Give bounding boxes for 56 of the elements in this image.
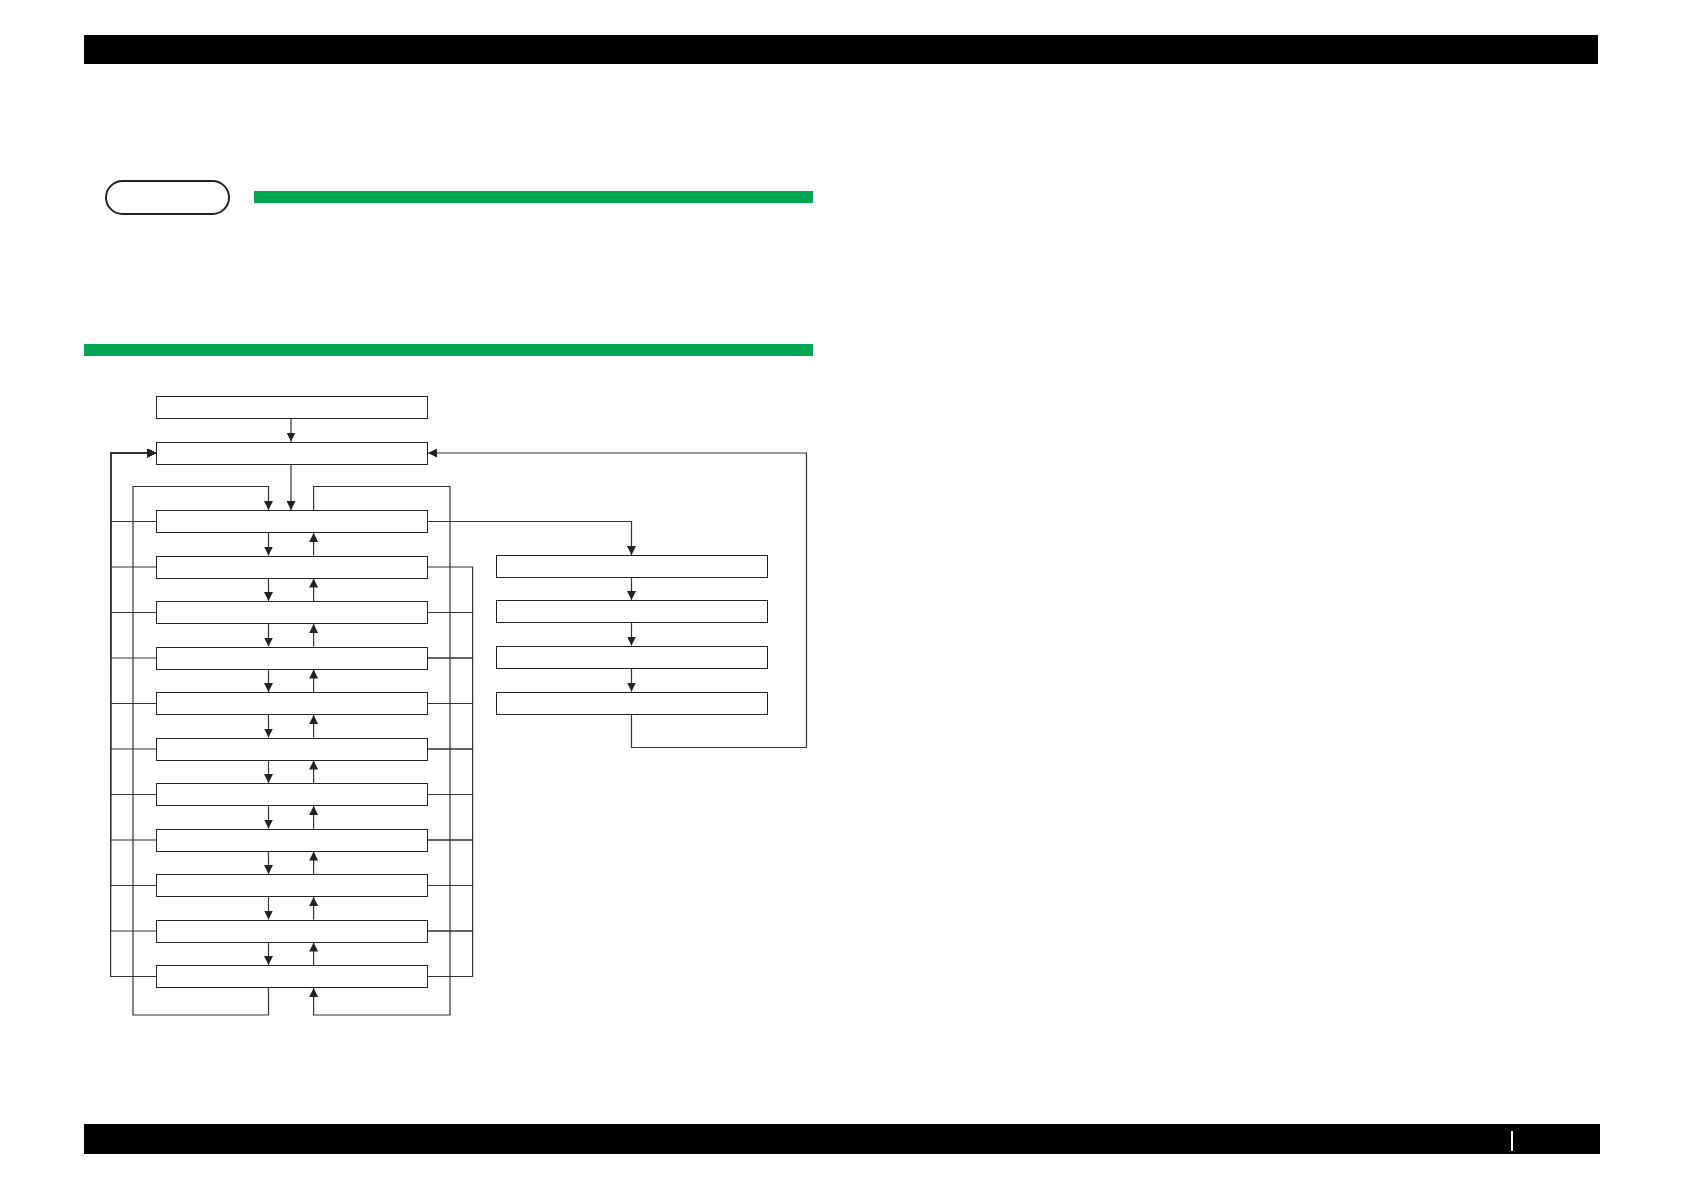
process-box: [156, 783, 428, 806]
connector-line: [427, 839, 474, 887]
process-box: [156, 874, 428, 897]
process-box: [156, 737, 428, 761]
connector-line: [427, 793, 474, 841]
arrow: [309, 941, 319, 966]
connector-line: [427, 657, 474, 705]
arrow: [264, 805, 273, 830]
arrow: [264, 623, 273, 648]
process-box: [156, 692, 428, 715]
process-box: [156, 646, 428, 670]
arrow: [264, 896, 273, 921]
process-box: [156, 828, 428, 852]
arrow: [309, 532, 319, 557]
rounded-tab: [105, 180, 230, 215]
process-box: [156, 965, 428, 988]
arrow: [264, 850, 273, 875]
process-box: [156, 919, 428, 943]
arrow: [264, 532, 273, 557]
connector-line: [427, 611, 474, 659]
arrow: [264, 714, 273, 739]
arrow: [309, 714, 319, 739]
arrow: [309, 577, 319, 602]
arrow: [309, 759, 319, 784]
arrow: [264, 941, 273, 966]
connector-line: [427, 884, 474, 932]
arrow: [309, 850, 319, 875]
process-box: [156, 555, 428, 579]
process-box: [496, 645, 768, 669]
process-box: [156, 601, 428, 624]
arrow: [286, 463, 296, 511]
connector-line: [427, 930, 474, 978]
process-box: [496, 555, 768, 578]
arrow: [627, 667, 636, 693]
process-box: [156, 396, 428, 419]
arrow: [627, 622, 636, 647]
arrow: [309, 805, 319, 830]
arrow: [309, 623, 319, 648]
process-box: [496, 600, 768, 623]
connector-line: [427, 566, 474, 614]
arrow: [309, 896, 319, 921]
arrow: [427, 448, 808, 749]
arrow: [427, 520, 636, 556]
arrow: [627, 577, 636, 601]
arrow: [264, 759, 273, 784]
arrow: [264, 668, 273, 693]
arrow: [309, 485, 451, 1016]
process-box: [156, 441, 428, 465]
connector-line: [427, 702, 474, 750]
arrow: [309, 668, 319, 693]
arrow: [286, 418, 296, 443]
process-box: [496, 691, 768, 715]
arrow: [132, 485, 273, 1016]
arrow: [264, 577, 273, 602]
process-box: [156, 510, 428, 533]
connector-line: [427, 748, 474, 796]
